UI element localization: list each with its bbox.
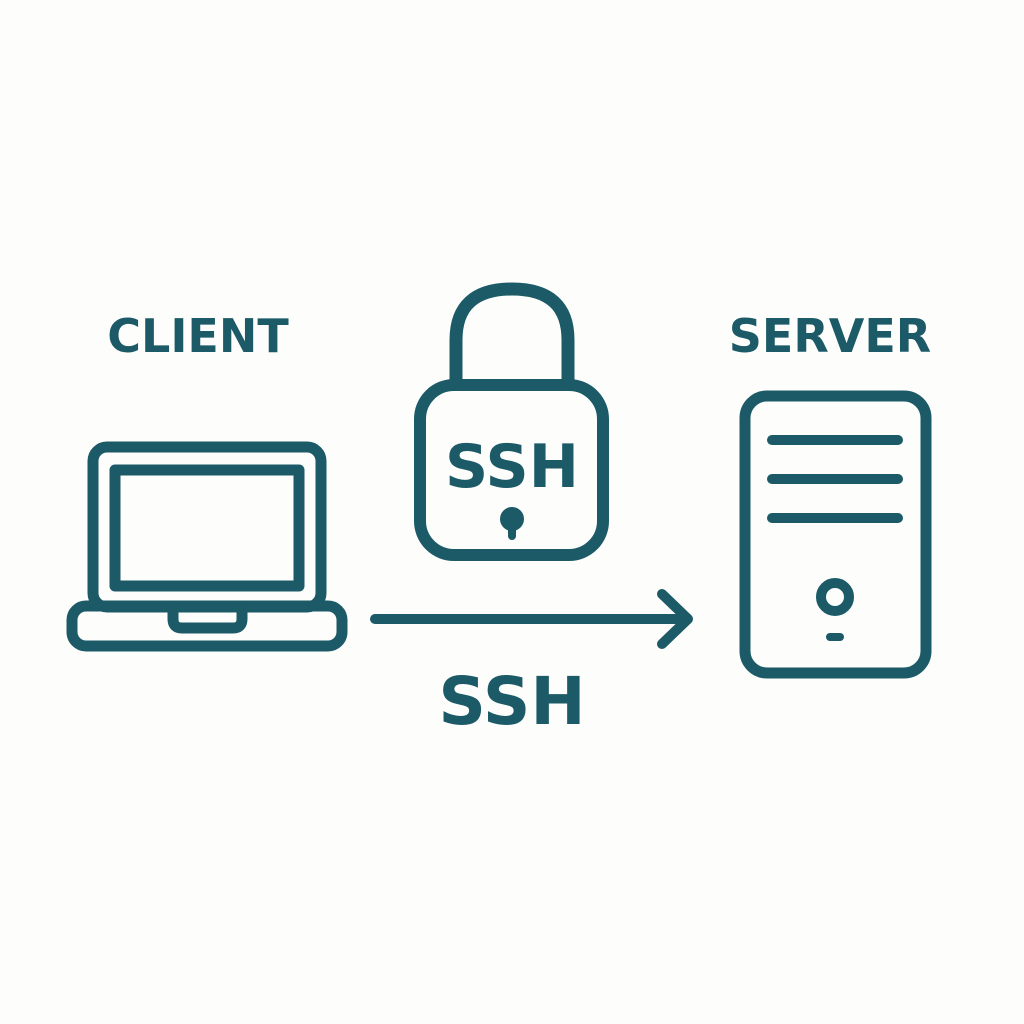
keyhole-icon	[500, 507, 524, 531]
padlock-ssh-label: SSH	[445, 432, 579, 502]
laptop-icon	[66, 441, 348, 652]
connection-ssh-label: SSH	[438, 663, 585, 740]
padlock-body	[414, 379, 609, 561]
laptop-screen	[109, 464, 305, 592]
client-label: CLIENT	[107, 309, 289, 363]
arrow-right-icon	[370, 589, 693, 649]
padlock-shackle	[449, 282, 575, 385]
power-button-icon	[816, 578, 854, 616]
server-case	[739, 390, 932, 679]
server-drive-slots	[767, 435, 903, 523]
keyhole-slot	[508, 522, 516, 540]
padlock-icon: SSH	[414, 282, 609, 561]
laptop-base	[66, 600, 348, 652]
arrow-head	[657, 589, 693, 649]
server-label: SERVER	[729, 309, 931, 363]
server-tower-icon	[739, 390, 932, 679]
laptop-trackpad-notch	[167, 601, 248, 634]
